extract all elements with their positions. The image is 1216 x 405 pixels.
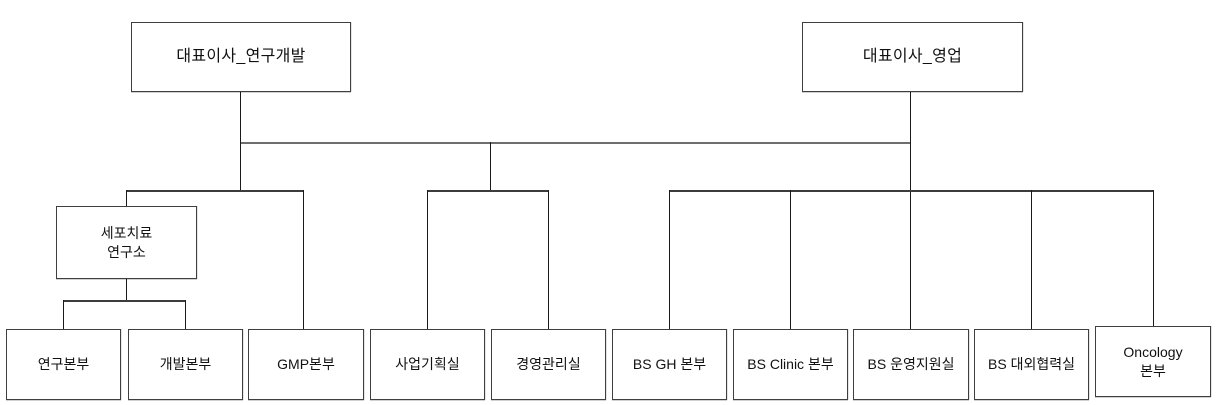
connector-spine-to-bracket2 bbox=[490, 142, 491, 192]
connector-to-bs-external bbox=[1031, 190, 1032, 329]
connector-to-bs-gh bbox=[669, 190, 670, 329]
org-node-biz-planning: 사업기획실 bbox=[370, 329, 485, 400]
org-node-bs-gh: BS GH 본부 bbox=[612, 329, 727, 400]
connector-cell-therapy-down bbox=[126, 279, 127, 302]
org-node-bs-ops: BS 운영지원실 bbox=[853, 329, 969, 400]
connector-to-bs-clinic bbox=[790, 190, 791, 329]
connector-cell-bracket bbox=[63, 300, 186, 302]
connector-to-gmp bbox=[303, 190, 304, 329]
org-node-bs-clinic: BS Clinic 본부 bbox=[733, 329, 848, 400]
connector-bracket2 bbox=[427, 190, 549, 192]
connector-spine-to-bracket1 bbox=[240, 142, 241, 192]
org-node-ceo-sales: 대표이사_영업 bbox=[802, 22, 1023, 92]
connector-to-research-hq bbox=[63, 300, 64, 329]
org-node-mgmt-admin: 경영관리실 bbox=[491, 329, 606, 400]
connector-to-biz-planning bbox=[427, 190, 428, 329]
connector-top-spine bbox=[240, 142, 911, 144]
connector-to-oncology bbox=[1153, 190, 1154, 326]
connector-to-cell-therapy bbox=[126, 190, 127, 207]
connector-bracket1 bbox=[126, 190, 304, 192]
org-node-bs-external: BS 대외협력실 bbox=[974, 329, 1089, 400]
connector-to-mgmt-admin bbox=[548, 190, 549, 329]
org-node-oncology: Oncology 본부 bbox=[1095, 326, 1211, 397]
connector-bracket3 bbox=[669, 190, 1154, 192]
org-node-gmp-hq: GMP본부 bbox=[248, 329, 364, 400]
org-node-research-hq: 연구본부 bbox=[6, 329, 121, 400]
connector-to-develop-hq bbox=[185, 300, 186, 329]
connector-ceo-sales-down bbox=[910, 92, 911, 329]
org-node-develop-hq: 개발본부 bbox=[128, 329, 243, 400]
org-node-cell-therapy: 세포치료 연구소 bbox=[56, 206, 197, 279]
connector-ceo-rnd-down bbox=[240, 92, 241, 144]
org-node-ceo-rnd: 대표이사_연구개발 bbox=[131, 22, 351, 92]
